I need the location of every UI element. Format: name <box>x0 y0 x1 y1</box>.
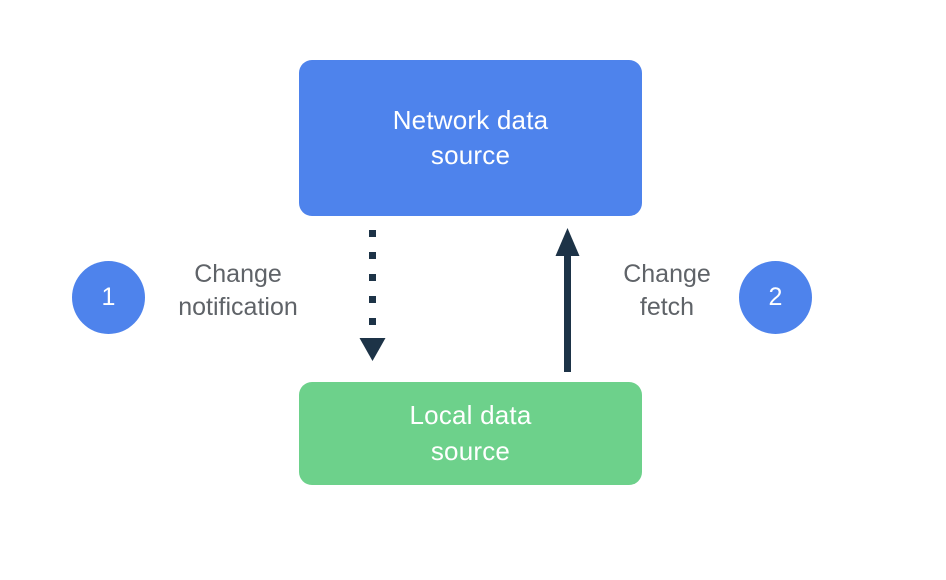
step-badge-1-number: 1 <box>101 283 116 311</box>
node-network-data-source-label: Network data source <box>392 104 549 170</box>
edge-label-change-fetch: Change fetch <box>623 260 711 321</box>
solid-up-arrow-icon <box>555 228 580 372</box>
node-network-data-source[interactable]: Network data source <box>299 60 642 216</box>
node-local-data-source-label: Local data source <box>409 400 532 466</box>
step-badge-2-number: 2 <box>768 283 783 311</box>
step-badge-1[interactable]: 1 <box>72 261 145 334</box>
node-local-data-source[interactable]: Local data source <box>299 382 642 485</box>
dotted-down-arrow-icon <box>359 230 386 361</box>
edge-label-change-notification: Change notification <box>178 260 298 321</box>
step-badge-2[interactable]: 2 <box>739 261 812 334</box>
